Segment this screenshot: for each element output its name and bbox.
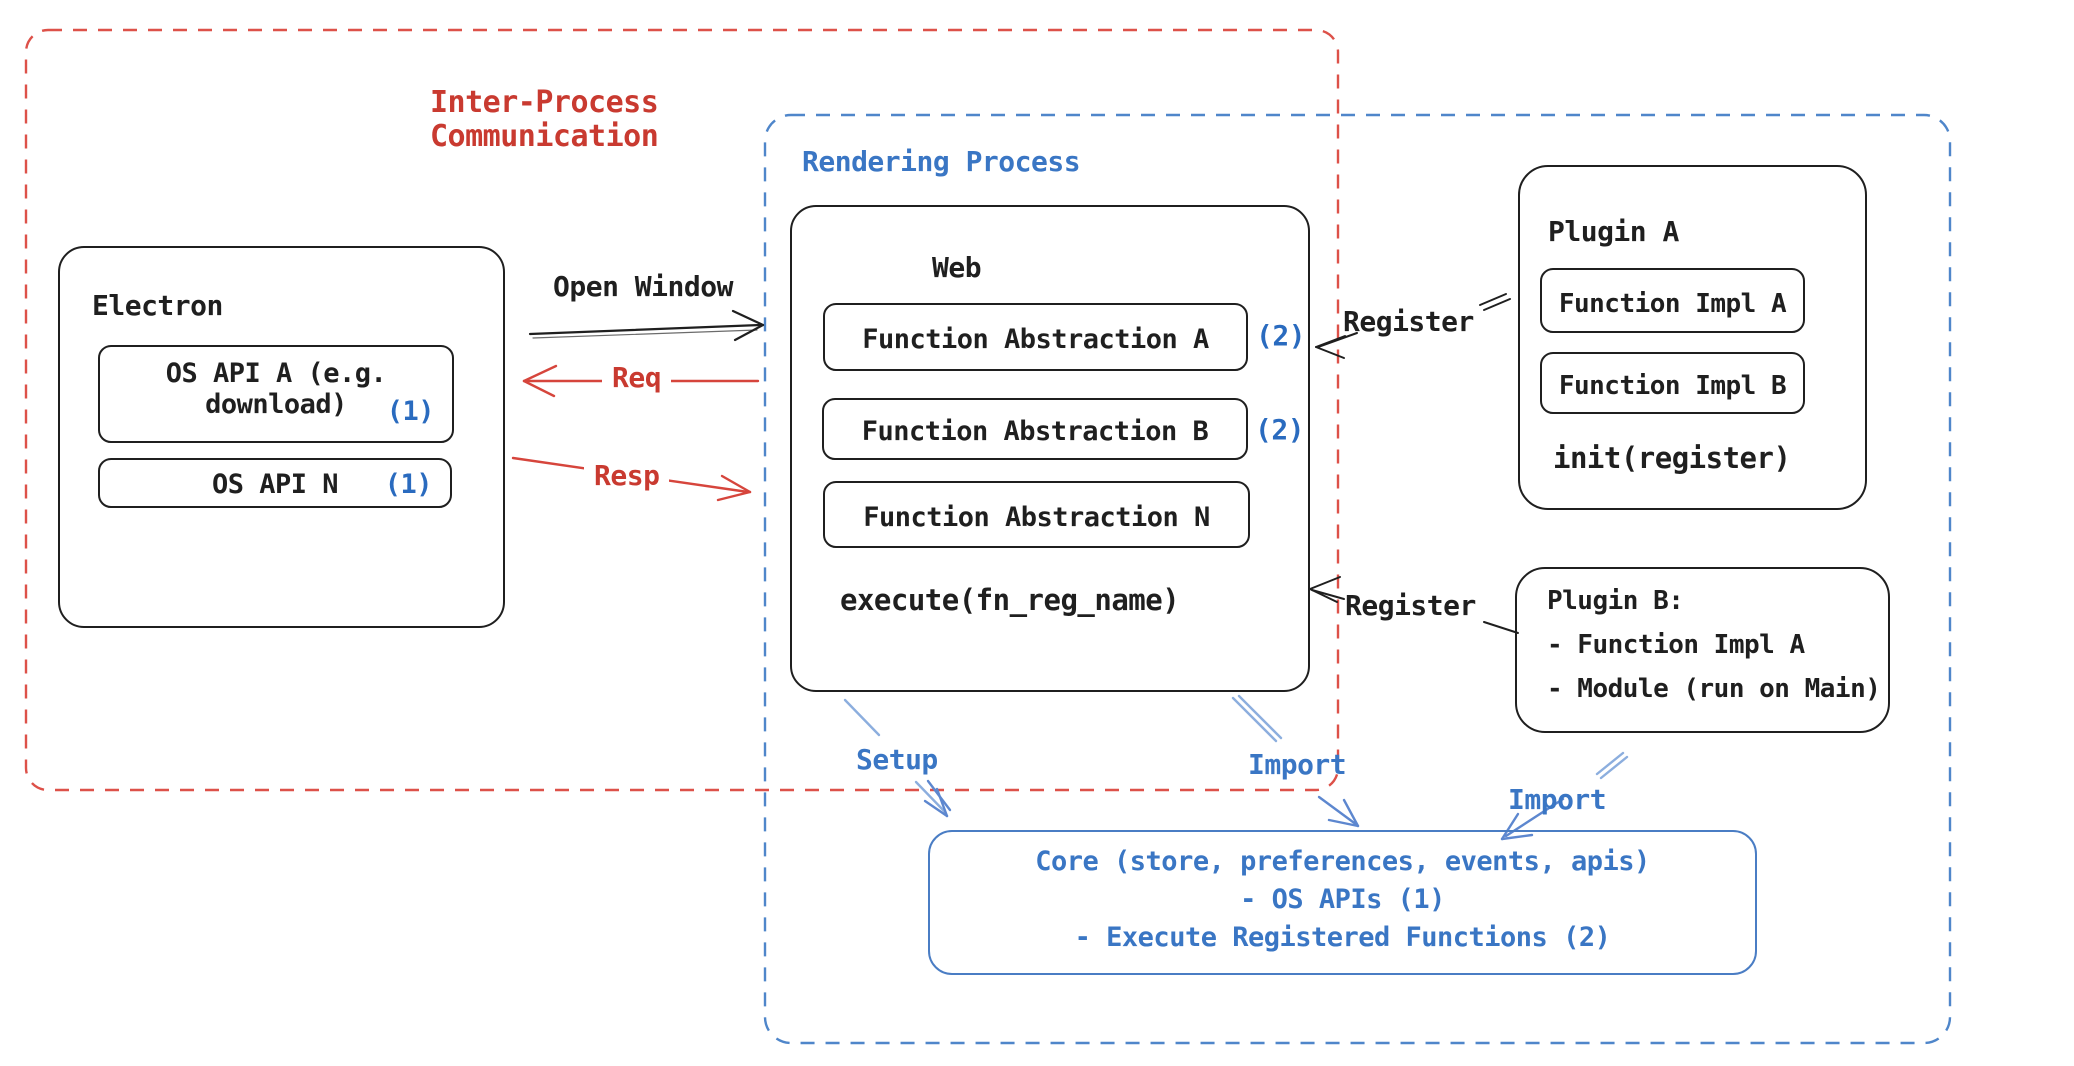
function-abstraction-b-box[interactable]: Function Abstraction B xyxy=(822,398,1248,460)
resp-label: Resp xyxy=(584,458,670,495)
function-abstraction-b-marker: (2) xyxy=(1255,413,1305,446)
web-box[interactable] xyxy=(790,205,1310,692)
open-window-arrow[interactable] xyxy=(528,309,765,342)
function-abstraction-a-marker: (2) xyxy=(1256,319,1306,352)
plugin-b-item-function-impl-a: - Function Impl A xyxy=(1547,630,1805,660)
plugin-b-title: Plugin B: xyxy=(1547,586,1684,616)
os-api-a-label-line2: download) xyxy=(205,389,347,420)
function-abstraction-n-label: Function Abstraction N xyxy=(863,502,1210,533)
function-impl-a-label: Function Impl A xyxy=(1558,289,1787,319)
req-label: Req xyxy=(602,360,672,397)
function-abstraction-n-box[interactable]: Function Abstraction N xyxy=(823,481,1250,548)
import-web-arrow[interactable] xyxy=(1231,694,1360,828)
function-impl-b-box[interactable]: Function Impl B xyxy=(1540,352,1805,414)
ipc-region-boundary[interactable] xyxy=(24,28,1340,792)
plugin-b-box[interactable]: Plugin B: - Function Impl A - Module (ru… xyxy=(1515,567,1890,733)
import-web-label: Import xyxy=(1248,748,1347,781)
os-api-a-marker: (1) xyxy=(386,395,435,427)
os-api-n-marker: (1) xyxy=(384,469,433,500)
function-impl-a-box[interactable]: Function Impl A xyxy=(1540,268,1805,333)
electron-title: Electron xyxy=(92,289,223,322)
ipc-region-label-line2: Communication xyxy=(430,119,659,154)
init-register-label: init(register) xyxy=(1553,441,1791,475)
plugin-b-text: Plugin B: - Function Impl A - Module (ru… xyxy=(1547,579,1881,711)
os-api-a-label: OS API A (e.g. download) xyxy=(100,358,452,420)
execute-function-label: execute(fn_reg_name) xyxy=(840,583,1180,617)
setup-arrow[interactable] xyxy=(843,698,952,818)
register-plugin-a-label: Register xyxy=(1343,305,1474,338)
plugin-a-title: Plugin A xyxy=(1548,215,1679,248)
function-impl-b-label: Function Impl B xyxy=(1558,371,1787,401)
register-plugin-a-arrow[interactable] xyxy=(1315,293,1511,359)
function-abstraction-a-box[interactable]: Function Abstraction A xyxy=(823,303,1248,371)
register-plugin-b-label: Register xyxy=(1345,589,1476,622)
import-plugin-b-arrow[interactable] xyxy=(1500,751,1629,841)
register-plugin-b-arrow[interactable] xyxy=(1309,576,1519,634)
ipc-region-label-line1: Inter-Process xyxy=(430,85,659,120)
electron-box[interactable] xyxy=(58,246,505,628)
function-abstraction-b-label: Function Abstraction B xyxy=(861,416,1209,447)
os-api-n-label: OS API N xyxy=(211,469,339,500)
core-line-2: - OS APIs (1) xyxy=(1240,884,1445,915)
plugin-a-box[interactable] xyxy=(1518,165,1867,510)
core-box[interactable]: Core (store, preferences, events, apis) … xyxy=(928,830,1757,975)
rendering-region-label: Rendering Process xyxy=(802,145,1081,178)
function-abstraction-a-label: Function Abstraction A xyxy=(862,324,1209,355)
rendering-region-boundary[interactable] xyxy=(763,113,1952,1045)
core-line-3: - Execute Registered Functions (2) xyxy=(1074,922,1611,953)
web-title: Web xyxy=(932,251,982,284)
setup-label: Setup xyxy=(856,743,938,776)
os-api-n-box[interactable]: OS API N (1) xyxy=(98,458,452,508)
ipc-region-label: Inter-Process Communication xyxy=(430,85,659,154)
os-api-a-box[interactable]: OS API A (e.g. download) (1) xyxy=(98,345,454,443)
plugin-b-item-module: - Module (run on Main) xyxy=(1547,674,1881,704)
core-line-1: Core (store, preferences, events, apis) xyxy=(1035,846,1650,877)
open-window-label: Open Window xyxy=(553,270,733,303)
import-plugin-b-label: Import xyxy=(1508,783,1607,816)
os-api-a-label-line1: OS API A (e.g. xyxy=(165,358,387,389)
core-text: Core (store, preferences, events, apis) … xyxy=(930,843,1755,957)
